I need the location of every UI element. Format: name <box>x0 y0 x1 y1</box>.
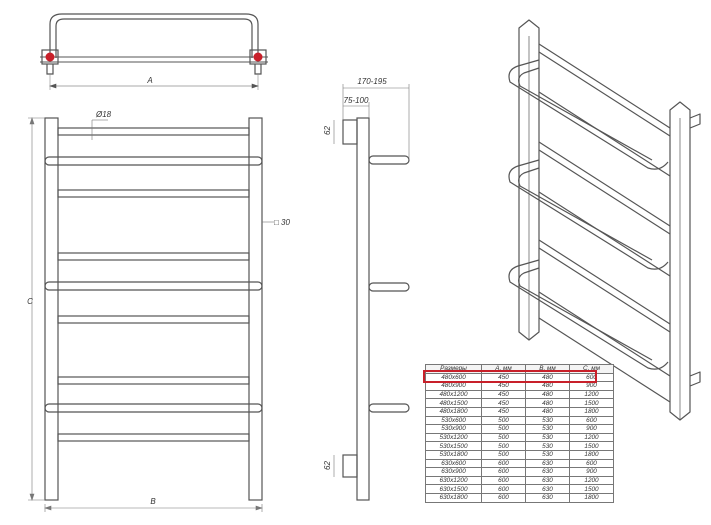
table-cell: 600 <box>481 475 526 486</box>
table-cell: 480x1500 <box>425 398 482 408</box>
dim-line-a <box>49 83 259 89</box>
table-cell: 630 <box>525 475 570 486</box>
front-view <box>44 117 263 501</box>
table-cell: 500 <box>481 432 526 443</box>
table-cell: 900 <box>569 467 614 477</box>
side-dim-lines <box>333 84 410 477</box>
table-cell: 630x900 <box>425 467 482 477</box>
table-cell: 500 <box>481 415 526 426</box>
dim-label-depth-total: 170-195 <box>357 77 387 86</box>
selected-size-highlight <box>423 370 597 383</box>
dim-label-mount-top: 62 <box>323 126 332 135</box>
table-cell: 530x1800 <box>425 449 482 460</box>
table-cell: 450 <box>481 389 526 400</box>
table-cell: 530 <box>525 441 570 451</box>
dim-label-tube-diameter: Ø18 <box>95 110 112 119</box>
table-cell: 630 <box>525 492 570 503</box>
table-cell: 630 <box>525 458 570 469</box>
table-cell: 600 <box>481 458 526 469</box>
table-cell: 530 <box>525 449 570 460</box>
table-cell: 530 <box>525 415 570 426</box>
table-cell: 630 <box>525 467 570 477</box>
table-cell: 530x1500 <box>425 441 482 451</box>
table-cell: 530 <box>525 432 570 443</box>
top-view <box>40 13 268 90</box>
table-cell: 530x600 <box>425 415 482 426</box>
table-cell: 630x1500 <box>425 484 482 494</box>
front-dim-lines <box>28 117 274 512</box>
table-cell: 630x600 <box>425 458 482 469</box>
table-cell: 450 <box>481 398 526 408</box>
table-cell: 630 <box>525 484 570 494</box>
table-cell: 630x1800 <box>425 492 482 503</box>
flange-marker-left <box>45 52 55 62</box>
table-cell: 1200 <box>569 475 614 486</box>
table-cell: 1500 <box>569 398 614 408</box>
table-cell: 600 <box>481 484 526 494</box>
table-cell: 600 <box>481 467 526 477</box>
table-cell: 1800 <box>569 492 614 503</box>
side-view <box>342 117 410 501</box>
table-cell: 630x1200 <box>425 475 482 486</box>
table-cell: 480 <box>525 398 570 408</box>
table-header-row: Размеры A, мм B, мм C, мм <box>425 364 614 374</box>
flange-marker-right <box>253 52 263 62</box>
table-cell: 500 <box>481 441 526 451</box>
table-cell: 480x1800 <box>425 406 482 417</box>
dim-label-profile-square: □ 30 <box>274 218 291 227</box>
table-cell: 1500 <box>569 441 614 451</box>
table-cell: 500 <box>481 449 526 460</box>
table-cell: 530x900 <box>425 424 482 434</box>
dim-label-mount-bottom: 62 <box>323 461 332 470</box>
table-cell: 480 <box>525 406 570 417</box>
dim-label-a: A <box>146 76 152 85</box>
table-cell: 480x1200 <box>425 389 482 400</box>
table-cell: 600 <box>569 458 614 469</box>
table-cell: 480 <box>525 389 570 400</box>
dim-label-depth-wall: 75-100 <box>344 96 369 105</box>
table-cell: 1800 <box>569 406 614 417</box>
table-cell: 1500 <box>569 484 614 494</box>
isometric-view <box>508 19 701 421</box>
table-cell: 1800 <box>569 449 614 460</box>
table-cell: 500 <box>481 424 526 434</box>
table-cell: 530 <box>525 424 570 434</box>
dim-label-b: B <box>150 497 156 506</box>
table-cell: 450 <box>481 406 526 417</box>
table-cell: 600 <box>481 492 526 503</box>
table-cell: 1200 <box>569 432 614 443</box>
table-cell: 900 <box>569 424 614 434</box>
table-cell: 600 <box>569 415 614 426</box>
table-cell: 1200 <box>569 389 614 400</box>
dim-label-c: C <box>27 297 33 306</box>
table-cell: 530x1200 <box>425 432 482 443</box>
